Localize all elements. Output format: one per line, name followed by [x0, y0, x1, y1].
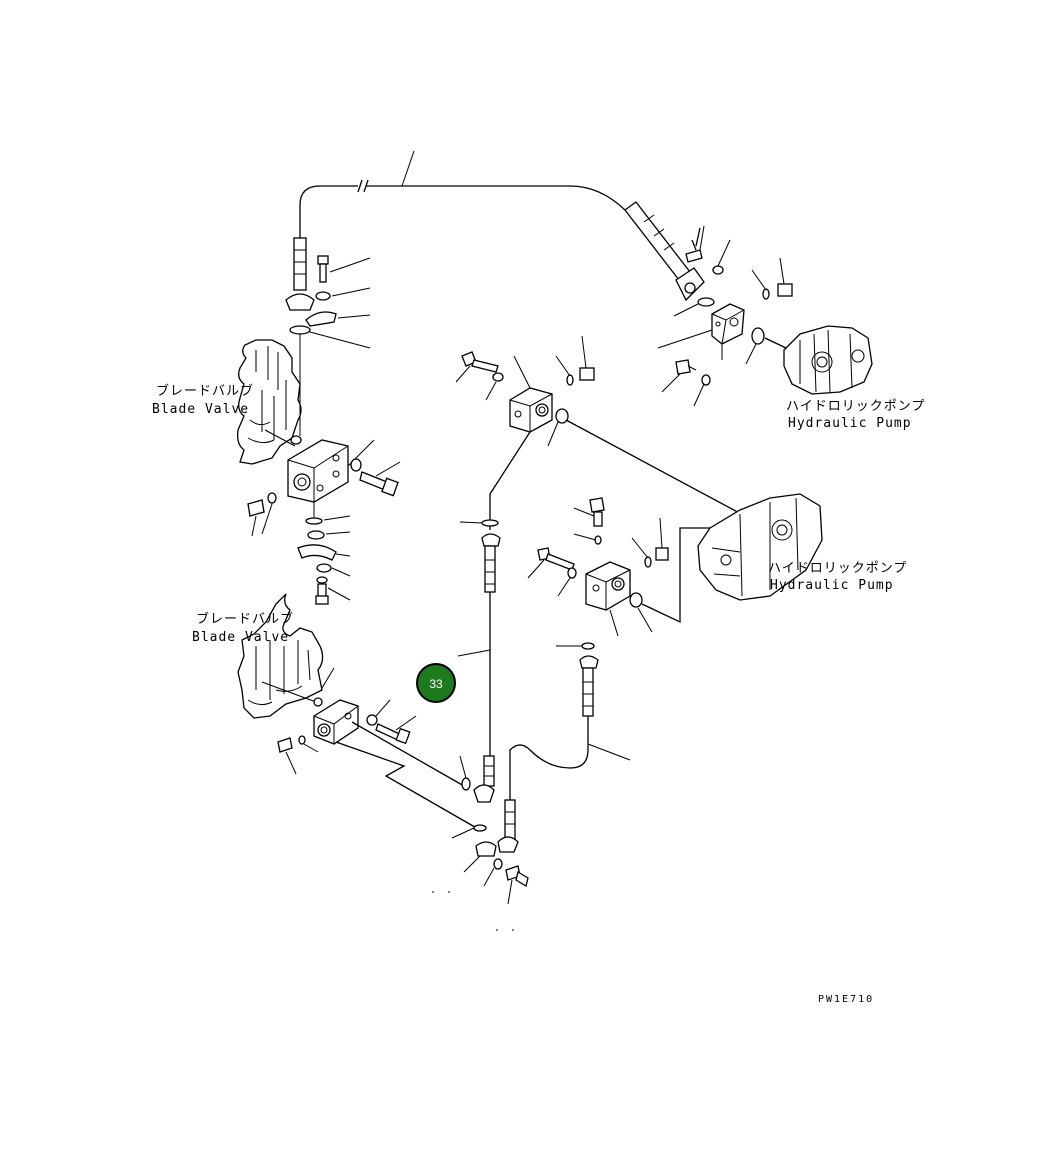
upper-blade-valve: ブレードバルブ Blade Valve: [152, 339, 302, 465]
blade-valve-label-jp-lower: ブレードバルブ: [196, 611, 294, 627]
callout-number: 33: [429, 677, 443, 691]
lower-left-flange-block: [277, 699, 529, 931]
upper-left-flange-block: [247, 439, 401, 605]
callout-33[interactable]: 33: [416, 663, 456, 703]
pump-label-jp-lower: ハイドロリックポンプ: [768, 561, 907, 576]
callout-marker[interactable]: [416, 663, 456, 703]
lower-right-assembly: ハイドロリックポンプ Hydraulic Pump: [509, 493, 907, 800]
pump-label-jp-upper: ハイドロリックポンプ: [786, 399, 925, 414]
blade-valve-label-jp-upper: ブレードバルブ: [156, 383, 254, 399]
pump-label-en-lower: Hydraulic Pump: [770, 578, 894, 593]
upper-hose: [285, 150, 705, 311]
upper-left-fasteners: [289, 255, 371, 436]
blade-valve-label-en-lower: Blade Valve: [192, 630, 289, 645]
center-upper-flange-block: [455, 335, 746, 760]
pump-label-en-upper: Hydraulic Pump: [788, 416, 912, 431]
blade-valve-label-en-upper: Blade Valve: [152, 402, 249, 417]
upper-pump-assembly: ハイドロリックポンプ Hydraulic Pump: [657, 225, 925, 431]
drawing-code: PW1E710: [818, 994, 874, 1005]
lower-blade-valve: ブレードバルブ Blade Valve: [192, 593, 335, 719]
